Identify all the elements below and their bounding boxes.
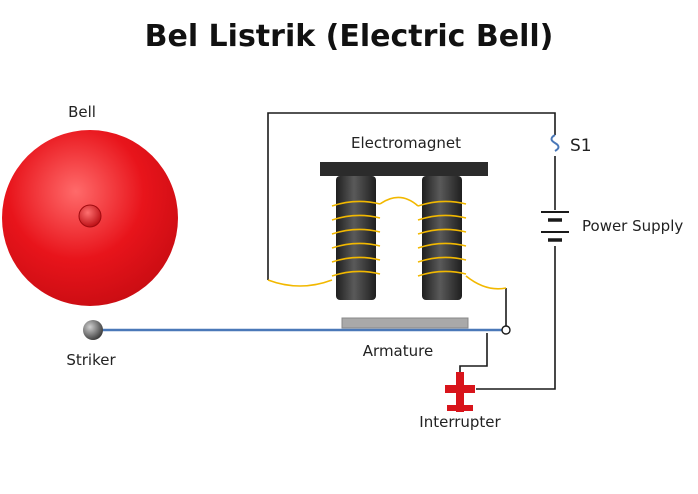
power-supply-label: Power Supply bbox=[582, 217, 683, 235]
right-core bbox=[422, 176, 462, 300]
battery-icon bbox=[541, 211, 569, 242]
electromagnet bbox=[267, 162, 507, 300]
switch-s1[interactable] bbox=[550, 134, 560, 152]
armature bbox=[341, 317, 469, 329]
wire-top-loop bbox=[267, 112, 556, 280]
wire-battery-to-interrupter bbox=[476, 246, 556, 390]
circuit-wires bbox=[267, 112, 556, 390]
coil-lead-left bbox=[267, 279, 333, 287]
striker-ball bbox=[83, 320, 103, 340]
bell-label: Bell bbox=[68, 103, 96, 121]
switch-label: S1 bbox=[570, 136, 592, 156]
bell bbox=[2, 130, 178, 306]
armature-label: Armature bbox=[363, 342, 433, 360]
pivot-point bbox=[501, 325, 511, 335]
striker-label: Striker bbox=[66, 351, 116, 369]
wire-armature-to-interrupter bbox=[459, 333, 488, 374]
coil-lead-right bbox=[465, 275, 507, 290]
coil-windings bbox=[267, 196, 507, 290]
interrupter-label: Interrupter bbox=[419, 413, 501, 431]
yoke-bar bbox=[320, 162, 488, 176]
page-title: Bel Listrik (Electric Bell) bbox=[145, 19, 554, 54]
switch-icon bbox=[550, 134, 560, 152]
left-coil bbox=[331, 200, 381, 277]
right-coil bbox=[417, 200, 467, 277]
interrupter-icon bbox=[445, 372, 475, 412]
coil-bridge bbox=[379, 196, 419, 207]
bell-knob bbox=[78, 204, 102, 228]
electromagnet-label: Electromagnet bbox=[351, 134, 461, 152]
left-core bbox=[336, 176, 376, 300]
